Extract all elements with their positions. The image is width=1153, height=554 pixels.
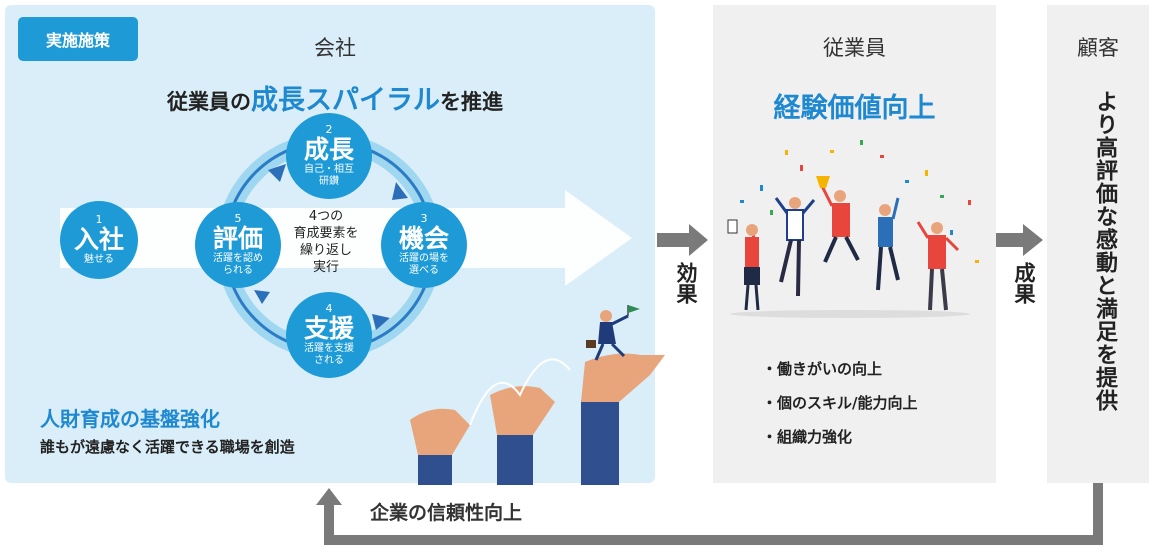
step-sub-1: 自己・相互 [304,164,354,175]
effect-label: 効果 [674,262,698,304]
trust-loop-arrow [324,483,1103,545]
center-line: 実行 [312,260,339,275]
foundation-title: 人財育成の基盤強化 [40,407,220,431]
cycle-arrowhead-2 [392,182,408,200]
cycle-step-opportunity: 3 機会 活躍の場を 選べる [381,202,467,288]
employee-panel [713,5,996,483]
headline-pre: 従業員の [167,90,251,114]
step-number: 5 [234,212,242,225]
cycle-arrowhead-3 [372,314,390,330]
benefit-item: ・個のスキル/能力向上 [762,394,918,412]
cycle-arrowhead-1 [268,164,286,182]
cycle-center-text: 4つの 育成要素を 繰り返し 実行 [281,208,371,276]
center-line: 育成要素を [293,226,359,241]
trust-label: 企業の信頼性向上 [370,502,523,524]
customer-panel [1047,5,1149,483]
hands-illustration [410,305,665,485]
foundation-desc: 誰もが遠慮なく活躍できる職場を創造 [40,438,295,456]
celebration-illustration [727,140,979,318]
cycle-step-evaluation: 5 評価 活躍を認め られる [195,202,281,288]
step-sub-1: 活躍を支援 [304,343,354,354]
cycle-step-entry: 1 入社 魅せる [60,201,138,279]
company-headline: 従業員の成長スパイラルを推進 [120,78,550,117]
effect-arrow [657,224,708,256]
benefit-list: ・働きがいの向上 ・個のスキル/能力向上 ・組織力強化 [762,352,917,454]
step-sub-2: される [314,355,344,366]
headline-highlight: 成長スパイラル [251,85,440,116]
employee-title: 従業員 [823,36,886,60]
step-sub-1: 活躍を認め [213,253,263,264]
step-number: 1 [95,213,103,226]
step-number: 4 [325,302,333,315]
company-title: 会社 [314,36,356,60]
benefit-item: ・働きがいの向上 [762,360,883,378]
result-label: 成果 [1012,262,1036,304]
cycle-step-support: 4 支援 活躍を支援 される [286,292,372,378]
step-title: 機会 [398,224,449,253]
customer-title: 顧客 [1077,36,1119,60]
step-sub-2: 研鑽 [319,176,339,187]
step-title: 評価 [212,224,263,253]
result-arrow [996,224,1043,256]
step-sub: 魅せる [84,254,114,265]
step-number: 2 [325,123,333,136]
benefit-item: ・組織力強化 [762,428,853,446]
customer-statement: より高評価な感動と満足を提供 [1092,90,1117,412]
step-title: 成長 [303,135,354,164]
step-title: 入社 [73,225,124,254]
center-line: 4つの [308,209,344,224]
step-sub-1: 活躍の場を [399,253,449,264]
step-number: 3 [420,212,428,225]
step-title: 支援 [303,314,354,343]
measures-badge: 実施施策 [18,17,138,61]
headline-post: を推進 [440,90,503,114]
center-line: 繰り返し [299,243,352,258]
step-sub-2: 選べる [409,265,439,276]
cycle-step-growth: 2 成長 自己・相互 研鑽 [286,113,372,199]
employee-headline: 経験価値向上 [773,93,936,124]
cycle-arrowhead-4 [254,290,270,304]
step-sub-2: られる [223,265,253,276]
